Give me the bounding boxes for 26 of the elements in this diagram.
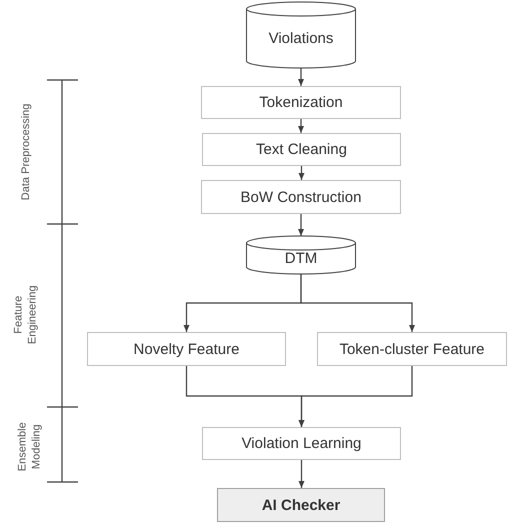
phase-label: Ensemble Modeling — [16, 421, 43, 474]
arrow — [298, 119, 304, 133]
arrow — [298, 460, 304, 488]
arrow — [298, 214, 304, 236]
process-box — [202, 427, 401, 460]
node-label: Token-cluster Feature — [339, 340, 485, 358]
phase-label: Feature Engineering — [12, 284, 39, 346]
process-box — [202, 133, 401, 166]
node-label: Violation Learning — [242, 435, 362, 452]
arrow — [298, 366, 413, 427]
node-label: Tokenization — [259, 94, 343, 111]
node-label: Text Cleaning — [256, 141, 347, 158]
node-label: AI Checker — [262, 496, 340, 514]
phase-label: Data Preprocessing — [20, 102, 34, 202]
process-box — [201, 86, 401, 119]
arrow — [300, 274, 415, 332]
node-label: BoW Construction — [240, 188, 362, 206]
node-label: Novelty Feature — [134, 340, 240, 358]
node-label: DTM — [284, 250, 318, 266]
process-box — [317, 332, 507, 366]
arrow — [298, 166, 304, 180]
arrow — [298, 68, 304, 86]
process-box — [87, 332, 286, 366]
result-box — [217, 488, 385, 522]
node-label: Violations — [268, 30, 334, 46]
process-box — [201, 180, 401, 214]
